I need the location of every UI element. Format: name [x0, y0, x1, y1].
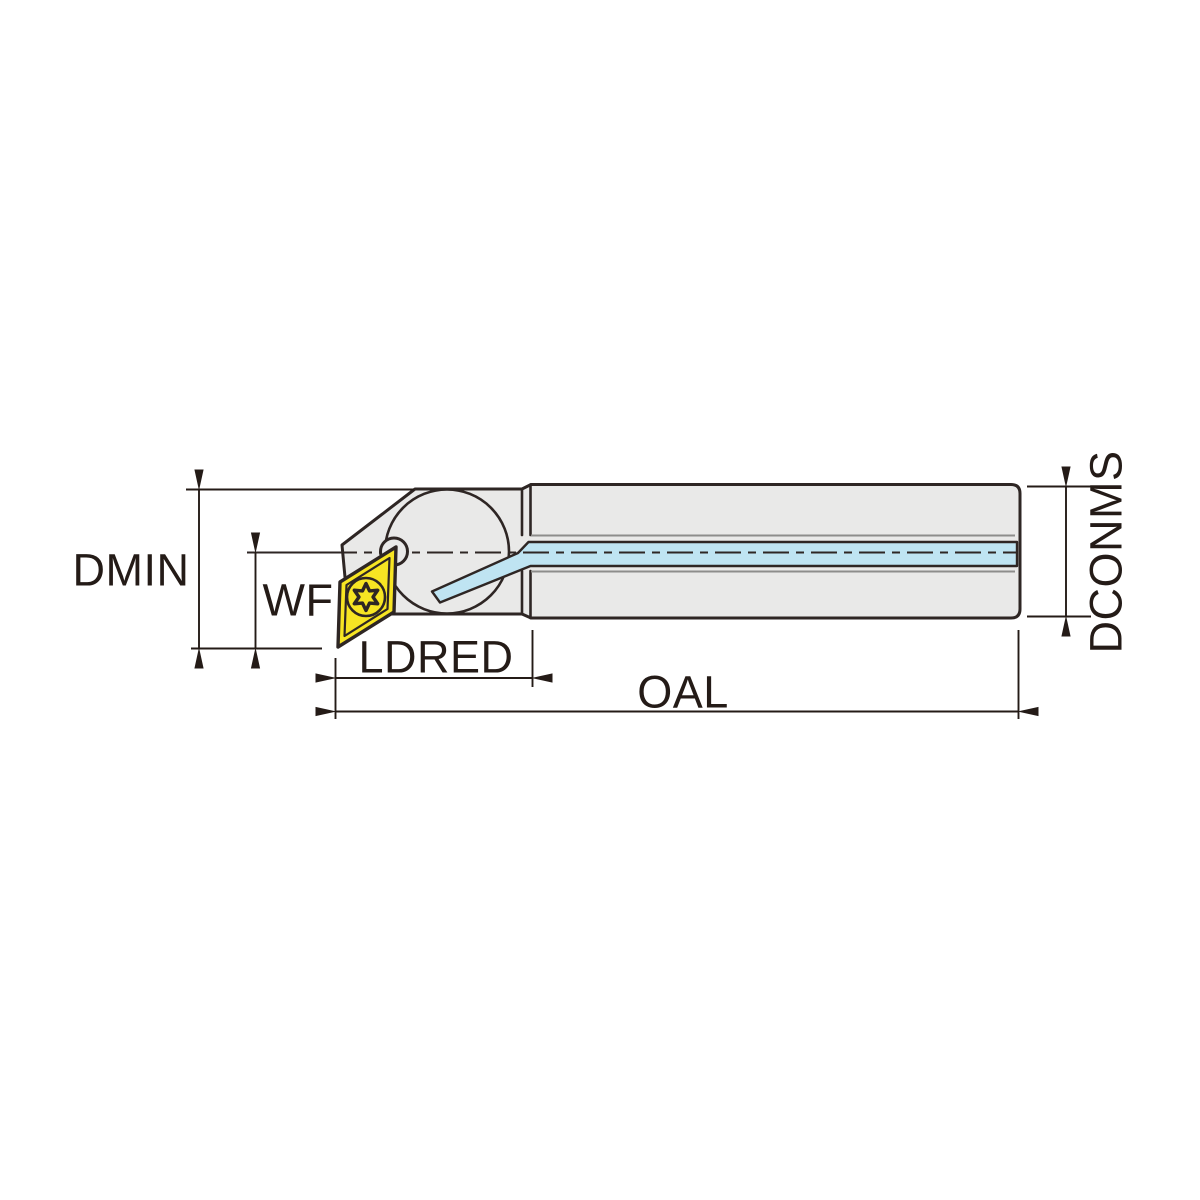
oal-label: OAL: [637, 667, 729, 718]
wf-label: WF: [263, 575, 334, 626]
insert-top-face: [343, 556, 391, 638]
head-shank-junction: [520, 483, 532, 620]
dconms-label: DCONMS: [1081, 451, 1132, 654]
dmin-label: DMIN: [73, 545, 190, 596]
cutting-insert: [336, 545, 398, 649]
coolant-bore-lines: [531, 534, 1015, 573]
torx-socket-icon: [352, 581, 380, 613]
dimension-dmin: DMIN: [73, 469, 414, 669]
dimension-wf: WF: [250, 532, 334, 669]
dimension-oal: OAL: [315, 630, 1039, 719]
coolant-channel: [430, 540, 1019, 604]
ldred-label: LDRED: [358, 632, 513, 683]
dimension-dconms: DCONMS: [1027, 451, 1132, 654]
dimension-ldred: LDRED: [315, 630, 553, 719]
